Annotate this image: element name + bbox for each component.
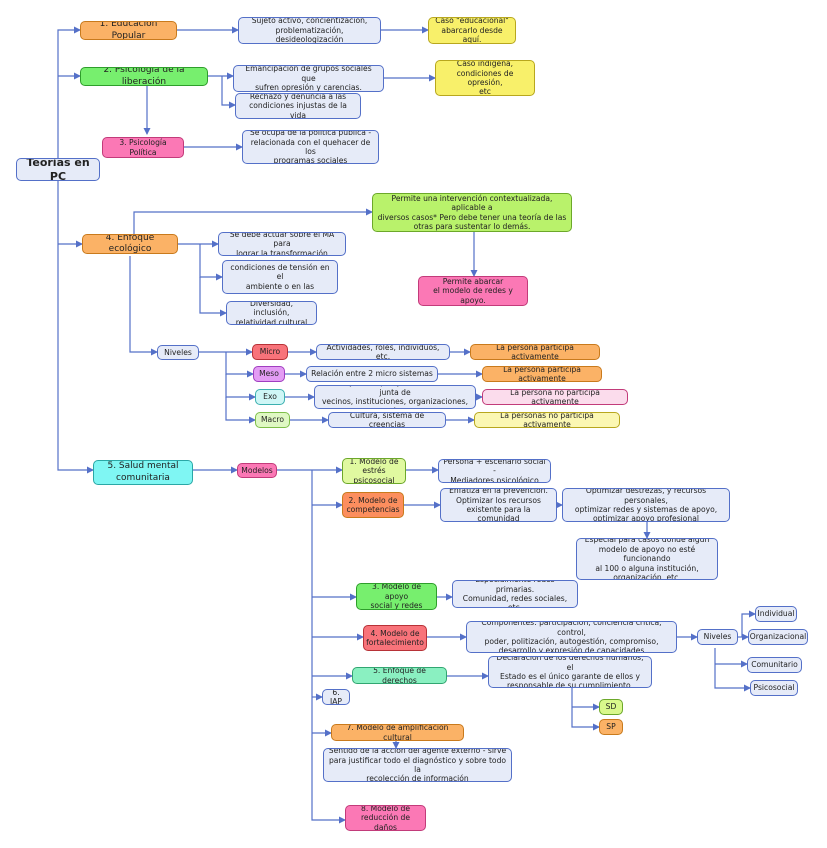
level-micro-result: La persona participa activamente	[470, 344, 600, 360]
modelo-amplificacion-cultural-desc: Sentido de la acción del agente externo …	[323, 748, 512, 782]
psicologia-liberacion-desc-2: Rechazo y denuncia a las condiciones inj…	[235, 93, 361, 119]
modelo-fortalecimiento-desc: Componentes: participación, conciencia c…	[466, 621, 677, 653]
enfoque-ecologico-desc-1: Se debe actuar sobre el MA para lograr l…	[218, 232, 346, 256]
level-micro: Micro	[252, 344, 288, 360]
enfoque-ecologico-desc-2: La PC debe actuar sobre las condiciones …	[222, 260, 338, 294]
root-node-teorias-en-pc: Teorías en PC	[16, 158, 100, 181]
level-organizacional: Organizacional	[748, 629, 808, 645]
level-comunitario: Comunitario	[747, 657, 802, 673]
psicologia-liberacion-node: 2. Psicología de la liberación	[80, 67, 208, 86]
enfoque-de-derechos-desc: Declaración de los derechos humanos, el …	[488, 656, 652, 688]
psicologia-politica-desc: Se ocupa de la política pública - relaci…	[242, 130, 379, 164]
iap-node: 6. IAP	[322, 689, 350, 705]
level-micro-desc: Actividades, roles, individuos, etc.	[316, 344, 450, 360]
modelo-amplificacion-cultural: 7. Modelo de amplificación cultural	[331, 724, 464, 741]
educacion-popular-note: Caso "educacional" abarcarlo desde aquí.	[428, 17, 516, 44]
sd-node: SD	[599, 699, 623, 715]
level-meso: Meso	[253, 366, 285, 382]
level-exo: Exo	[255, 389, 285, 405]
educacion-popular-node: 1. Educación Popular	[80, 21, 177, 40]
level-macro-result: La personas no participa activamente	[474, 412, 620, 428]
level-macro-desc: Cultura, sistema de creencias	[328, 412, 446, 428]
level-exo-result: La persona no participa activamente	[482, 389, 628, 405]
level-individual: Individual	[755, 606, 797, 622]
level-exo-desc: Trabajo de la pareja, decisiones de junt…	[314, 385, 476, 409]
enfoque-ecologico-bottom-note: Permite abarcar el modelo de redes y apo…	[418, 276, 528, 306]
modelo-estres-psicosocial: 1. Modelo de estrés psicosocial	[342, 458, 406, 484]
modelo-estres-psicosocial-desc: Persona + escenario social - Mediadores …	[438, 459, 551, 483]
enfoque-de-derechos: 5. Enfoque de derechos	[352, 667, 447, 684]
enfoque-ecologico-node: 4. Enfoque ecológico	[82, 234, 178, 254]
enfoque-ecologico-desc-3: Diversidad, inclusión, relatividad cultu…	[226, 301, 317, 325]
modelo-competencias: 2. Modelo de competencias	[342, 492, 404, 518]
enfoque-ecologico-top-note: Permite una intervención contextualizada…	[372, 193, 572, 232]
level-meso-result: La persona participa activamente	[482, 366, 602, 382]
modelo-competencias-desc: Enfatiza en la prevención. Optimizar los…	[440, 488, 557, 522]
modelos-node: Modelos	[237, 463, 277, 478]
level-psicosocial: Psicosocial	[750, 680, 798, 696]
niveles-fortalecimiento-node: Niveles	[697, 629, 738, 645]
psicologia-liberacion-note: Caso indígena, condiciones de opresión, …	[435, 60, 535, 96]
psicologia-politica-node: 3. Psicología Política	[102, 137, 184, 158]
modelo-competencias-desc-3: Especial para casos donde algún modelo d…	[576, 538, 718, 580]
sp-node: SP	[599, 719, 623, 735]
modelo-competencias-desc-2: Optimizar destrezas, y recursos personal…	[562, 488, 730, 522]
salud-mental-comunitaria-node: 5. Salud mental comunitaria	[93, 460, 193, 485]
psicologia-liberacion-desc-1: Emancipación de grupos sociales que sufr…	[233, 65, 384, 92]
modelo-apoyo-social-redes-desc: Especialmente redes primarias. Comunidad…	[452, 580, 578, 608]
educacion-popular-desc: Sujeto activo, concientización, problema…	[238, 17, 381, 44]
niveles-ecologico-node: Niveles	[157, 345, 199, 360]
modelo-reduccion-de-danos: 8. Modelo de reducción de daños	[345, 805, 426, 831]
modelo-fortalecimiento: 4. Modelo de fortalecimiento	[363, 625, 427, 651]
level-meso-desc: Relación entre 2 micro sistemas	[306, 366, 438, 382]
modelo-apoyo-social-redes: 3. Modelo de apoyo social y redes	[356, 583, 437, 610]
level-macro: Macro	[255, 412, 290, 428]
